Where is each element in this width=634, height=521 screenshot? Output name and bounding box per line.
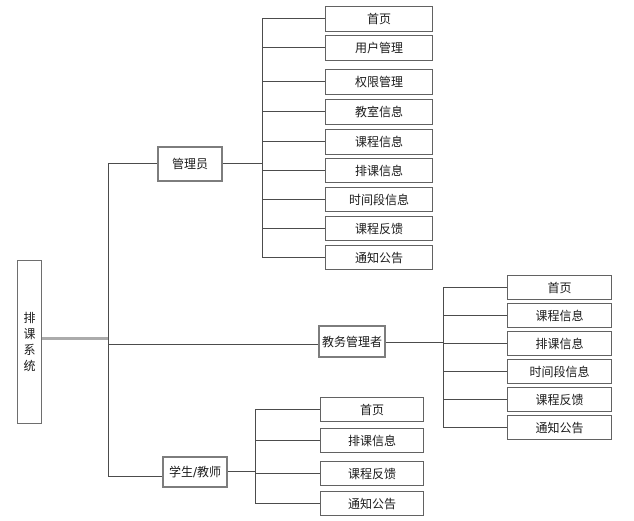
connector-line [262,170,325,171]
connector-line [262,228,325,229]
tree-leaf-node: 课程信息 [507,303,612,328]
connector-line [262,141,325,142]
academic-children-trunk-line [443,287,444,428]
leaf-label: 排课信息 [535,336,584,351]
connector-line [443,371,507,372]
node-admin-label: 管理员 [171,157,208,171]
connector-line [443,287,507,288]
connector-line [262,111,325,112]
node-student-teacher-label: 学生/教师 [168,465,222,479]
tree-leaf-node: 课程反馈 [325,216,433,241]
admin-out-line [223,163,262,164]
student-branch-line [108,476,162,477]
leaf-label: 权限管理 [354,75,403,89]
leaf-label: 时间段信息 [348,192,409,207]
tree-leaf-node: 排课信息 [507,331,612,356]
leaf-label: 首页 [359,402,384,417]
connector-line [443,343,507,344]
node-student-teacher: 学生/教师 [162,456,228,488]
tree-leaf-node: 首页 [507,275,612,300]
connector-line [443,315,507,316]
student-out-line [228,471,255,472]
tree-leaf-node: 教室信息 [325,99,433,125]
leaf-label: 首页 [366,12,391,26]
connector-line [262,199,325,200]
tree-leaf-node: 课程信息 [325,129,433,155]
tree-leaf-node: 通知公告 [507,415,612,440]
tree-leaf-node: 用户管理 [325,35,433,61]
connector-line [262,257,325,258]
node-academic-manager: 教务管理者 [318,325,386,358]
tree-leaf-node: 首页 [320,397,424,422]
admin-children-trunk-line [262,18,263,258]
root-connector-line [41,337,109,340]
leaf-label: 课程信息 [354,135,403,149]
connector-line [255,409,320,410]
main-trunk-line [108,163,109,477]
tree-leaf-node: 通知公告 [320,491,424,516]
leaf-label: 用户管理 [354,41,403,55]
connector-line [262,18,325,19]
tree-leaf-node: 排课信息 [325,158,433,183]
tree-leaf-node: 通知公告 [325,245,433,270]
connector-line [443,399,507,400]
node-admin: 管理员 [157,146,223,182]
leaf-label: 时间段信息 [529,364,590,379]
admin-branch-line [108,163,157,164]
leaf-label: 排课信息 [347,433,396,448]
leaf-label: 教室信息 [354,105,403,119]
connector-line [262,81,325,82]
connector-line [255,503,320,504]
leaf-label: 课程信息 [535,308,584,323]
academic-branch-line [108,344,318,345]
leaf-label: 课程反馈 [347,466,396,481]
connector-line [255,473,320,474]
tree-leaf-node: 课程反馈 [320,461,424,486]
leaf-label: 课程反馈 [535,392,584,407]
academic-out-line [386,342,443,343]
node-root: 排课系统 [17,260,42,424]
connector-line [255,440,320,441]
student-children-trunk-line [255,409,256,504]
tree-leaf-node: 排课信息 [320,428,424,453]
node-root-label: 排课系统 [23,311,36,373]
leaf-label: 通知公告 [535,420,584,435]
tree-leaf-node: 时间段信息 [325,187,433,212]
leaf-label: 排课信息 [354,163,403,178]
leaf-label: 通知公告 [354,250,403,265]
leaf-label: 首页 [547,280,572,295]
tree-leaf-node: 首页 [325,6,433,32]
node-academic-manager-label: 教务管理者 [321,334,382,349]
tree-leaf-node: 课程反馈 [507,387,612,412]
connector-line [262,47,325,48]
tree-leaf-node: 权限管理 [325,69,433,95]
tree-leaf-node: 时间段信息 [507,359,612,384]
leaf-label: 课程反馈 [354,221,403,236]
leaf-label: 通知公告 [347,496,396,511]
connector-line [443,427,507,428]
